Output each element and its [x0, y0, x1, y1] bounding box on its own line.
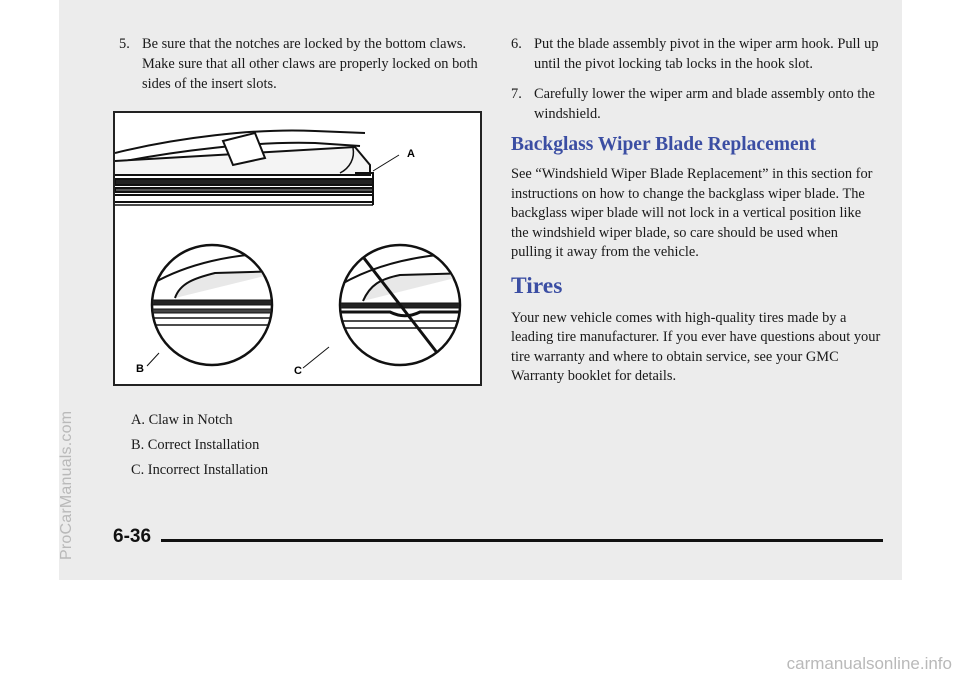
right-column: 6. Put the blade assembly pivot in the w… [511, 34, 881, 397]
page-footer: 6-36 [113, 526, 883, 550]
step-text: Put the blade assembly pivot in the wipe… [534, 36, 879, 72]
step-text: Be sure that the notches are locked by t… [142, 36, 478, 92]
wiper-blade-illustration: A B [113, 111, 482, 386]
incorrect-install-detail [338, 243, 462, 367]
caption-b: B. Correct Installation [131, 437, 260, 453]
step-number: 6. [511, 36, 522, 52]
left-column: 5. Be sure that the notches are locked b… [119, 34, 479, 104]
step-number: 5. [119, 36, 130, 52]
backglass-paragraph: See “Windshield Wiper Blade Replacement”… [511, 166, 873, 260]
step-number: 7. [511, 86, 522, 102]
figure-captions: A. Claw in Notch B. Correct Installation… [131, 410, 268, 485]
caption-a: A. Claw in Notch [131, 412, 233, 428]
caption-c: C. Incorrect Installation [131, 462, 269, 478]
correct-install-detail [150, 243, 274, 367]
step-5: 5. Be sure that the notches are locked b… [119, 34, 479, 94]
side-watermark: ProCarManuals.com [58, 410, 75, 560]
footer-rule [161, 539, 883, 542]
step-text: Carefully lower the wiper arm and blade … [534, 86, 875, 122]
page-number: 6-36 [113, 526, 152, 547]
label-c: C [294, 365, 302, 377]
step-6: 6. Put the blade assembly pivot in the w… [511, 34, 881, 74]
tires-paragraph: Your new vehicle comes with high-quality… [511, 309, 881, 385]
backglass-heading: Backglass Wiper Blade Replacement [511, 134, 816, 155]
label-a: A [407, 148, 415, 160]
wiper-blade-diagram: A B [115, 129, 462, 377]
bottom-watermark: carmanualsonline.info [786, 654, 952, 673]
tires-heading: Tires [511, 272, 563, 299]
step-7: 7. Carefully lower the wiper arm and bla… [511, 84, 881, 124]
label-b: B [136, 363, 144, 375]
